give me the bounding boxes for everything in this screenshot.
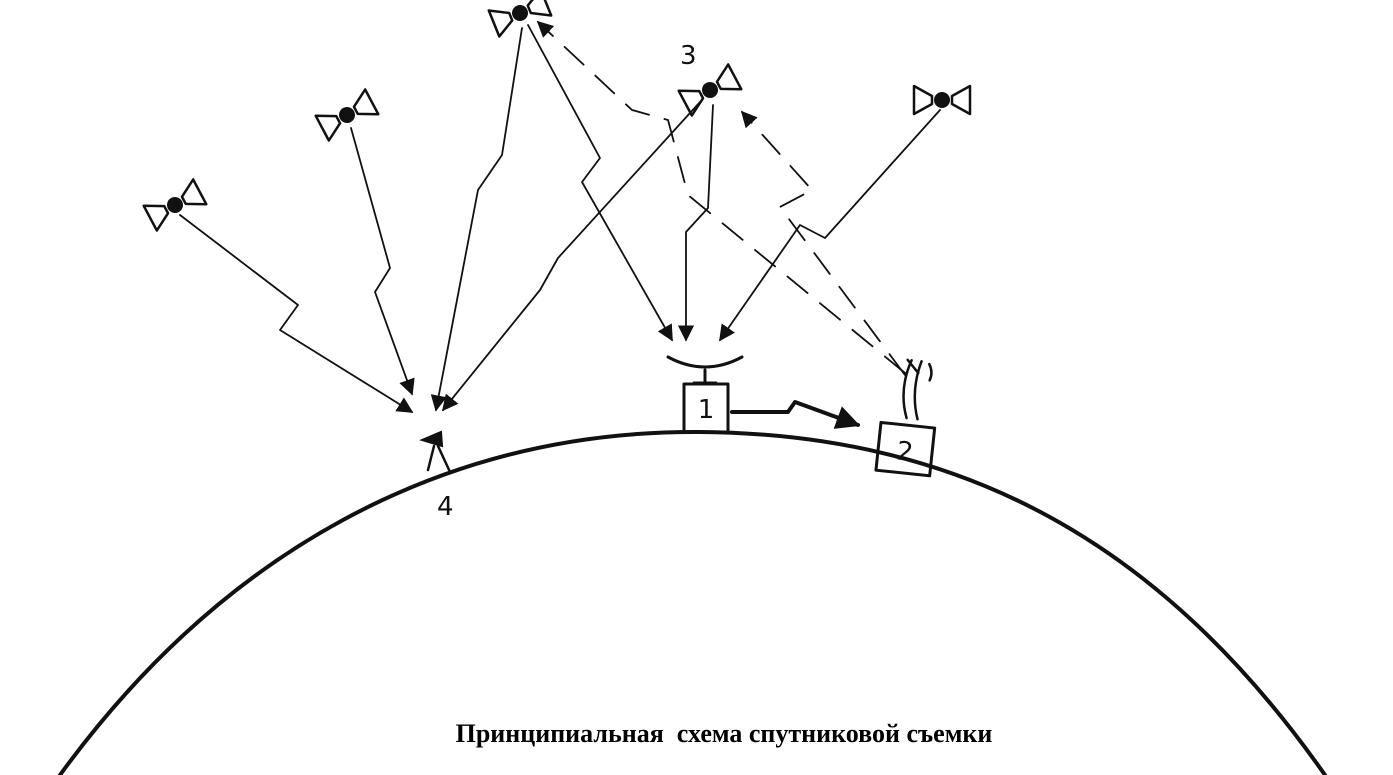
receiver-1-label: 1: [698, 395, 715, 425]
signal-line: [179, 214, 414, 413]
signal-line: [350, 127, 415, 396]
satellite-icon: [314, 88, 380, 142]
uplink-dashed-line: [740, 110, 906, 376]
receiver-1: 1: [666, 355, 744, 434]
satellite-icon: [912, 84, 972, 116]
signal-line: [430, 27, 523, 412]
survey-point-4-label: 4: [437, 492, 454, 522]
data-link-arrow: [730, 400, 861, 429]
signal-line: [527, 24, 673, 342]
satellite-icon: [142, 178, 208, 232]
radio-antenna-icon: [902, 358, 933, 421]
station-2-label: 2: [895, 436, 915, 468]
station-2: 2: [874, 358, 937, 478]
signal-line: [441, 101, 701, 412]
uplink-dashed-line: [536, 20, 906, 374]
diagram-caption: Принципиальная схема спутниковой съемки: [456, 719, 993, 748]
signal-line: [677, 104, 714, 342]
signal-line: [719, 109, 941, 342]
satellite-3-label: 3: [680, 41, 697, 71]
tripod-receiver-icon: [419, 430, 452, 474]
satellite-icon: [487, 0, 553, 38]
dish-antenna-icon: [666, 355, 744, 385]
satellite-icon: [677, 63, 743, 117]
